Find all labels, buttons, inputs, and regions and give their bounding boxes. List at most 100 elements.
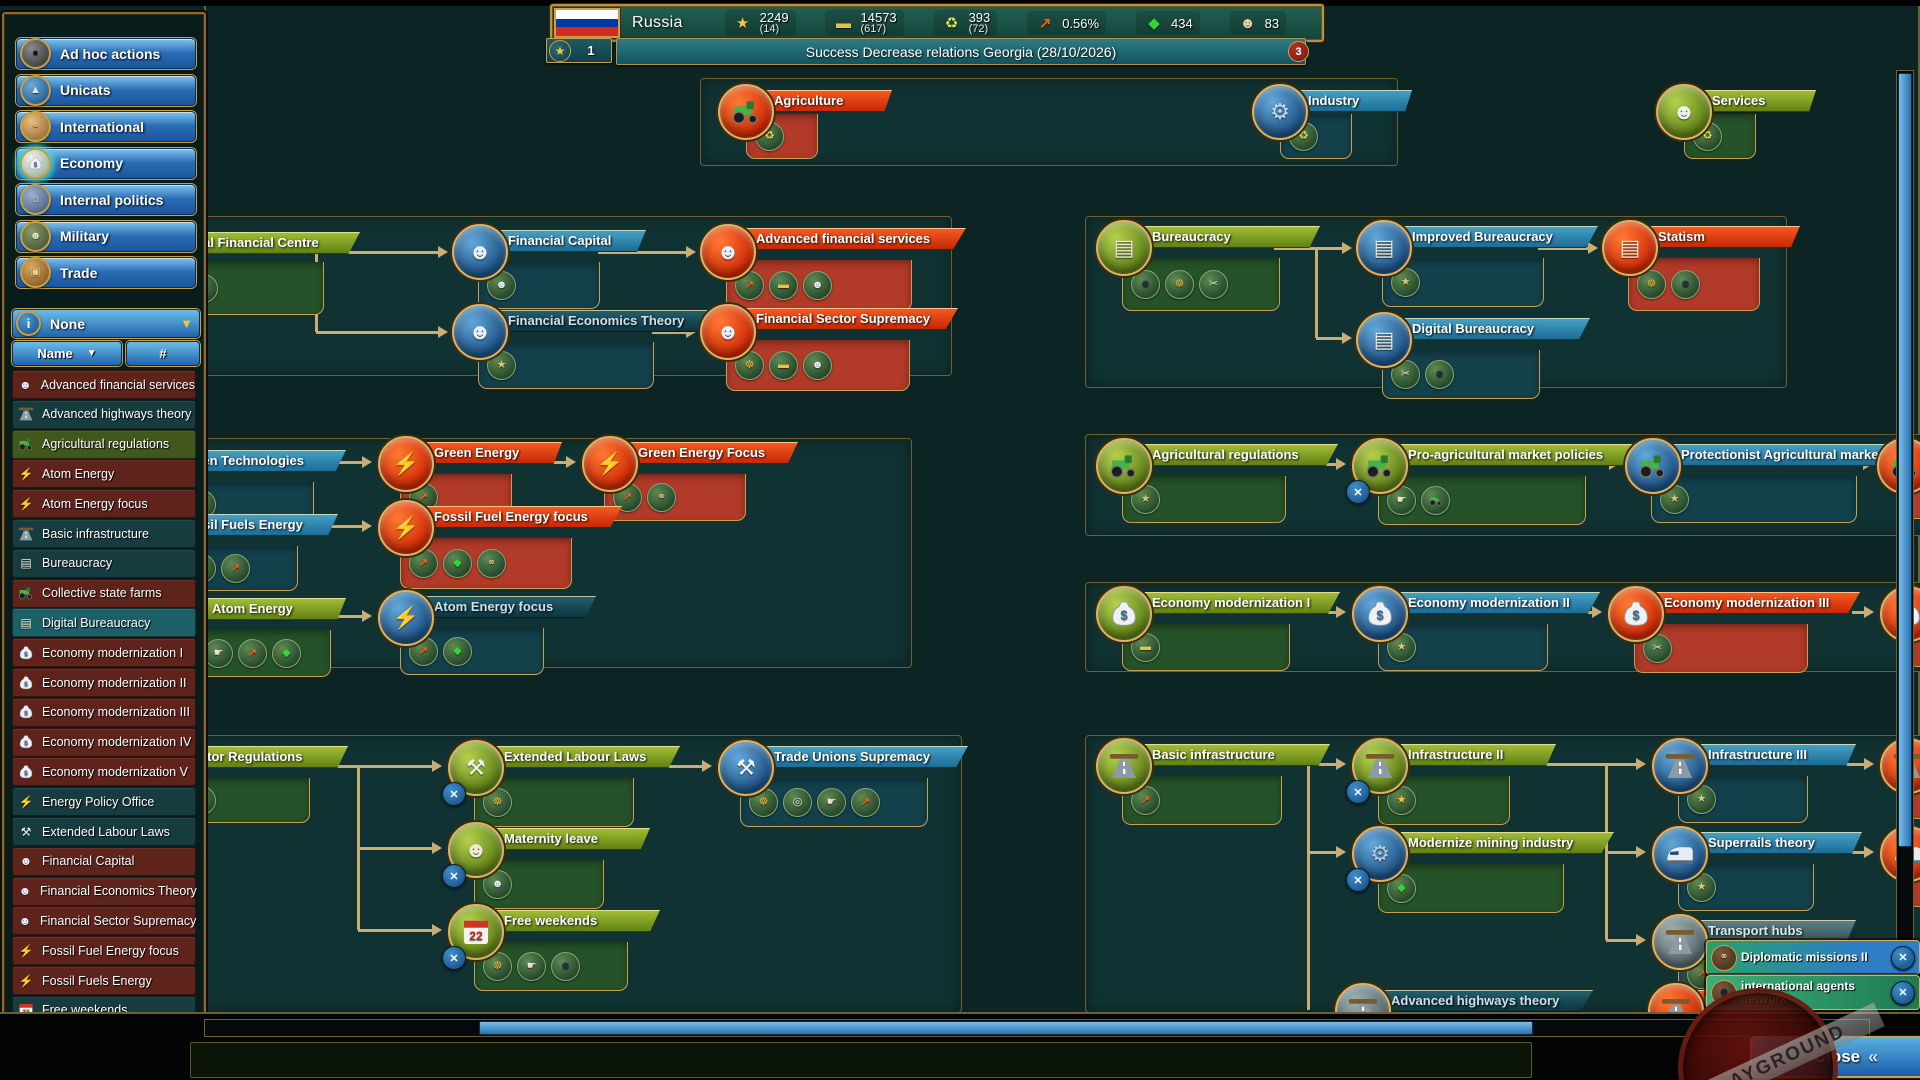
node-atom-energy-focus[interactable]: ⚡: [378, 590, 434, 646]
toast-close-button[interactable]: ✕: [1891, 945, 1915, 970]
fist-icon: ☛: [517, 951, 546, 981]
node-advanced-financial-services[interactable]: ☻: [700, 224, 756, 280]
node-agricultural-regulations[interactable]: [1096, 438, 1152, 494]
toast-diplomatic-missions-ii[interactable]: ⚭Diplomatic missions II✕: [1706, 940, 1920, 975]
list-item-icon-holder: ⚒: [16, 822, 36, 842]
toast-label: Diplomatic missions II: [1741, 950, 1868, 964]
list-item[interactable]: Collective state farms: [12, 578, 196, 608]
sidebar-button-military[interactable]: ☻Military: [16, 220, 196, 252]
list-item[interactable]: ⚡Fossil Fuel Energy focus: [12, 936, 196, 966]
node-infrastructure-3[interactable]: [1652, 738, 1708, 794]
node-improved-bureaucracy[interactable]: ▤: [1356, 220, 1412, 276]
list-item[interactable]: ☻Financial Economics Theory: [12, 876, 197, 906]
star-icon: ★: [1696, 880, 1707, 893]
list-item[interactable]: ⚡Fossil Fuels Energy: [12, 966, 196, 995]
node-services[interactable]: ☻: [1656, 84, 1712, 140]
person-icon: ☻: [18, 913, 32, 928]
node-trade-unions-supremacy[interactable]: ⚒: [718, 740, 774, 796]
sidebar-button-trade[interactable]: ▣Trade: [16, 257, 196, 288]
sidebar-button-internal-politics[interactable]: ⌂Internal politics: [16, 184, 196, 215]
node-economy-modernization-3[interactable]: $: [1608, 586, 1664, 642]
node-infrastructure-2[interactable]: [1352, 738, 1408, 794]
svg-text:$: $: [24, 710, 28, 717]
node-bureaucracy[interactable]: ▤: [1096, 220, 1152, 276]
node-protectionist-agricultural-market[interactable]: [1625, 438, 1681, 494]
close-button[interactable]: » Close «: [1750, 1036, 1920, 1078]
node-economy-modernization-1[interactable]: $: [1096, 586, 1152, 642]
sidebar-button-ad-hoc-actions[interactable]: ●Ad hoc actions: [16, 38, 196, 69]
green-gem-icon: ◆: [1148, 14, 1160, 32]
list-item[interactable]: ⚡Atom Energy: [12, 459, 196, 489]
node-digital-bureaucracy[interactable]: ▤: [1356, 312, 1412, 368]
node-statism[interactable]: ▤: [1602, 220, 1658, 276]
bolt-icon: ⚡: [18, 794, 34, 809]
node-free-weekends-excluded-badge[interactable]: ✕: [442, 946, 466, 970]
node-pro-agricultural-market-policies-excluded-badge[interactable]: ✕: [1346, 480, 1370, 504]
list-item[interactable]: Agricultural regulations: [12, 429, 196, 459]
node-financial-economics-theory[interactable]: ☻: [452, 304, 508, 360]
node-industry[interactable]: ⚙: [1252, 84, 1308, 140]
filter-dropdown[interactable]: i None ▼: [12, 309, 200, 338]
node-economy-modernization-2[interactable]: $: [1352, 586, 1408, 642]
list-item[interactable]: ⚡Atom Energy focus: [12, 489, 196, 519]
sidebar-button-unicats[interactable]: ▲Unicats: [16, 74, 196, 106]
toast-international-agents-network[interactable]: ☻international agents network✕: [1706, 975, 1920, 1010]
list-item[interactable]: $Economy modernization V: [12, 757, 196, 787]
sidebar-button-international[interactable]: ⚭International: [16, 111, 196, 142]
road-icon: [1107, 749, 1141, 783]
list-item[interactable]: $Economy modernization III: [12, 697, 196, 727]
sort-by-count-button[interactable]: #: [126, 341, 200, 366]
resource-values: 393(72): [969, 11, 991, 35]
node-modernize-mining-industry-excluded-badge[interactable]: ✕: [1346, 868, 1370, 892]
list-item[interactable]: Advanced highways theory: [12, 399, 196, 429]
person-sitting-icon: ☻: [1139, 277, 1152, 290]
horizontal-scrollbar-thumb[interactable]: [479, 1021, 1533, 1035]
list-item-icon-holder: ⚡: [16, 464, 36, 484]
event-message-bar[interactable]: Success Decrease relations Georgia (28/1…: [616, 38, 1306, 65]
sort-by-name-button[interactable]: Name ▼: [12, 341, 122, 366]
node-green-energy-focus[interactable]: ⚡: [582, 436, 638, 492]
wheel-icon: ☸: [735, 350, 764, 380]
node-superrails-theory[interactable]: [1652, 826, 1708, 882]
node-fossil-fuel-energy-focus[interactable]: ⚡: [378, 500, 434, 556]
node-extended-labour-laws-excluded-badge[interactable]: ✕: [442, 782, 466, 806]
event-count-badge[interactable]: 3: [1288, 41, 1309, 62]
list-item[interactable]: ▤Digital Bureaucracy: [12, 608, 196, 638]
list-item[interactable]: ⚒Extended Labour Laws: [12, 817, 196, 846]
connector-arrow-icon: [362, 610, 372, 622]
node-maternity-leave-excluded-badge[interactable]: ✕: [442, 864, 466, 888]
node-protectionist-agricultural-market-label: Protectionist Agricultural market: [1669, 444, 1901, 466]
list-item-icon-holder: ▤: [16, 613, 36, 633]
list-item[interactable]: $Economy modernization I: [12, 638, 196, 668]
list-item[interactable]: Basic infrastructure: [12, 519, 196, 548]
list-item[interactable]: ▤Bureaucracy: [12, 548, 196, 578]
bolt-icon: ⚡: [596, 451, 624, 476]
node-agriculture[interactable]: [718, 84, 774, 140]
node-infrastructure-2-excluded-badge[interactable]: ✕: [1346, 780, 1370, 804]
vertical-scrollbar-thumb[interactable]: [1898, 73, 1912, 847]
papers-icon: ▤: [1619, 235, 1641, 260]
list-item[interactable]: ⚡ Energy Policy Office: [12, 787, 196, 817]
list-item[interactable]: ☻Financial Sector Supremacy: [12, 906, 196, 936]
node-financial-capital[interactable]: ☻: [452, 224, 508, 280]
list-item-icon-holder: ▤: [16, 553, 36, 573]
list-item[interactable]: $Economy modernization II: [12, 668, 196, 697]
sidebar-button-economy[interactable]: $Economy: [16, 147, 196, 179]
list-item[interactable]: ☻Advanced financial services: [12, 370, 196, 399]
scissors-icon: ✂: [1208, 277, 1219, 290]
node-green-energy-focus-label: Green Energy Focus: [626, 442, 798, 464]
node-basic-infrastructure[interactable]: [1096, 738, 1152, 794]
list-item[interactable]: $Economy modernization IV: [12, 727, 196, 757]
list-item-label: Agricultural regulations: [42, 437, 170, 452]
sidebar-button-label: Economy: [60, 155, 124, 171]
eiffel-icon: ▲: [30, 83, 41, 96]
node-green-energy[interactable]: ⚡: [378, 436, 434, 492]
toast-close-button[interactable]: ✕: [1891, 980, 1915, 1005]
resource-sub-value: (617): [860, 23, 887, 35]
list-item-label: Energy Policy Office: [42, 794, 155, 809]
node-financial-sector-supremacy[interactable]: ☻: [700, 304, 756, 360]
node-transport-hubs[interactable]: [1652, 914, 1708, 970]
resource-list: ★2249(14)▬14573(617)♻393(72)↗0.56%◆434☻8…: [695, 10, 1316, 36]
list-item[interactable]: ☻Financial Capital: [12, 846, 196, 876]
person-icon: ☻: [803, 270, 832, 300]
